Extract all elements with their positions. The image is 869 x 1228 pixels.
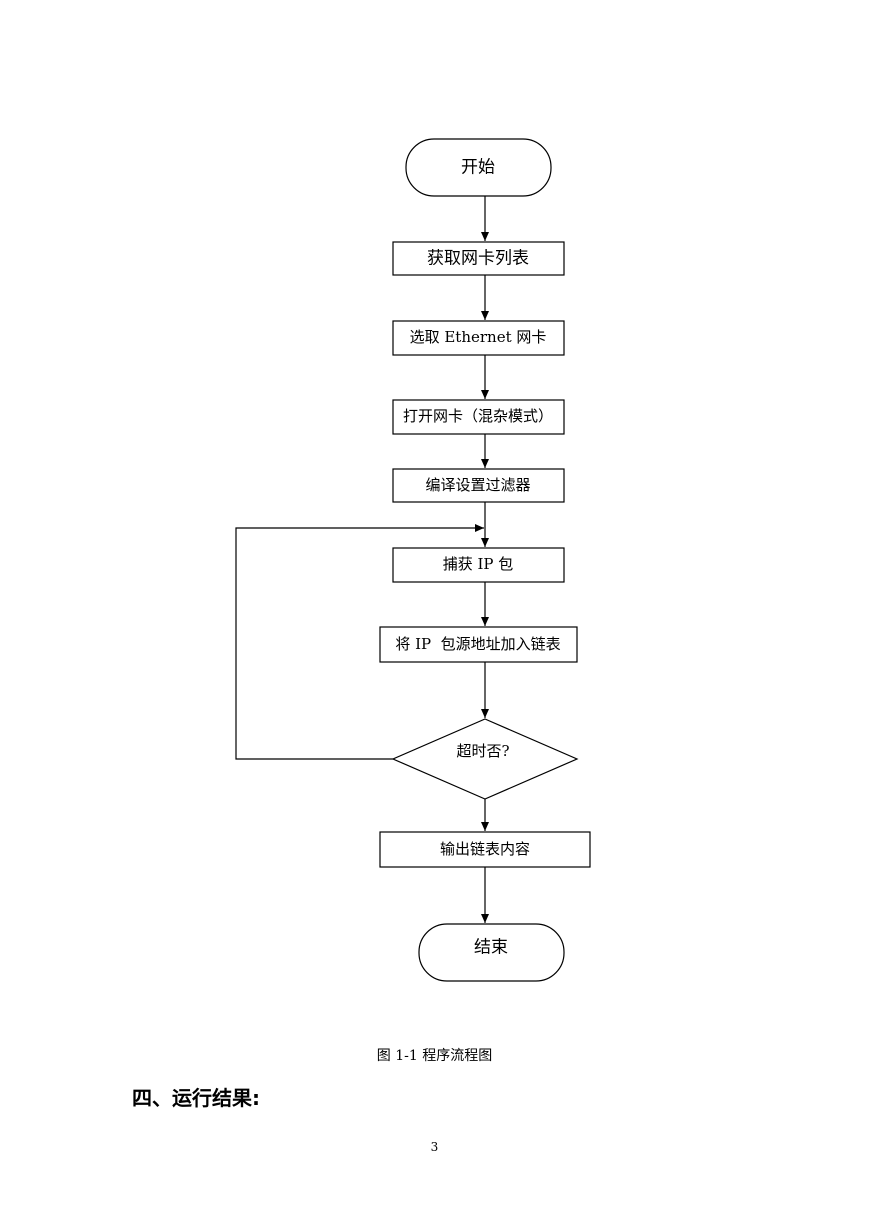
get-nic-list-label: 获取网卡列表 [427, 249, 529, 269]
timeout-decision-label: 超时否? [456, 742, 509, 760]
select-ethernet-box [392, 320, 565, 356]
open-nic-label: 打开网卡（混杂模式） [403, 407, 553, 425]
compile-filter-box [392, 468, 565, 503]
end-terminator [418, 923, 565, 982]
start-label: 开始 [461, 158, 495, 178]
section-heading: 四、运行结果: [132, 1086, 260, 1110]
add-to-list-box [379, 626, 578, 663]
output-list-box [379, 831, 591, 868]
select-ethernet-label: 选取 Ethernet 网卡 [410, 328, 547, 346]
output-list-label: 输出链表内容 [440, 840, 530, 858]
capture-ip-box [392, 547, 565, 583]
end-label: 结束 [474, 938, 508, 958]
page-number: 3 [430, 1140, 439, 1154]
add-to-list-label: 将 IP 包源地址加入链表 [395, 635, 560, 653]
open-nic-box [392, 399, 565, 435]
connector-loop-back [235, 524, 484, 760]
compile-filter-label: 编译设置过滤器 [425, 476, 530, 494]
get-nic-list-box [392, 241, 565, 276]
figure-caption: 图 1-1 程序流程图 [376, 1048, 493, 1064]
start-terminator [405, 138, 552, 197]
capture-ip-label: 捕获 IP 包 [443, 555, 514, 573]
